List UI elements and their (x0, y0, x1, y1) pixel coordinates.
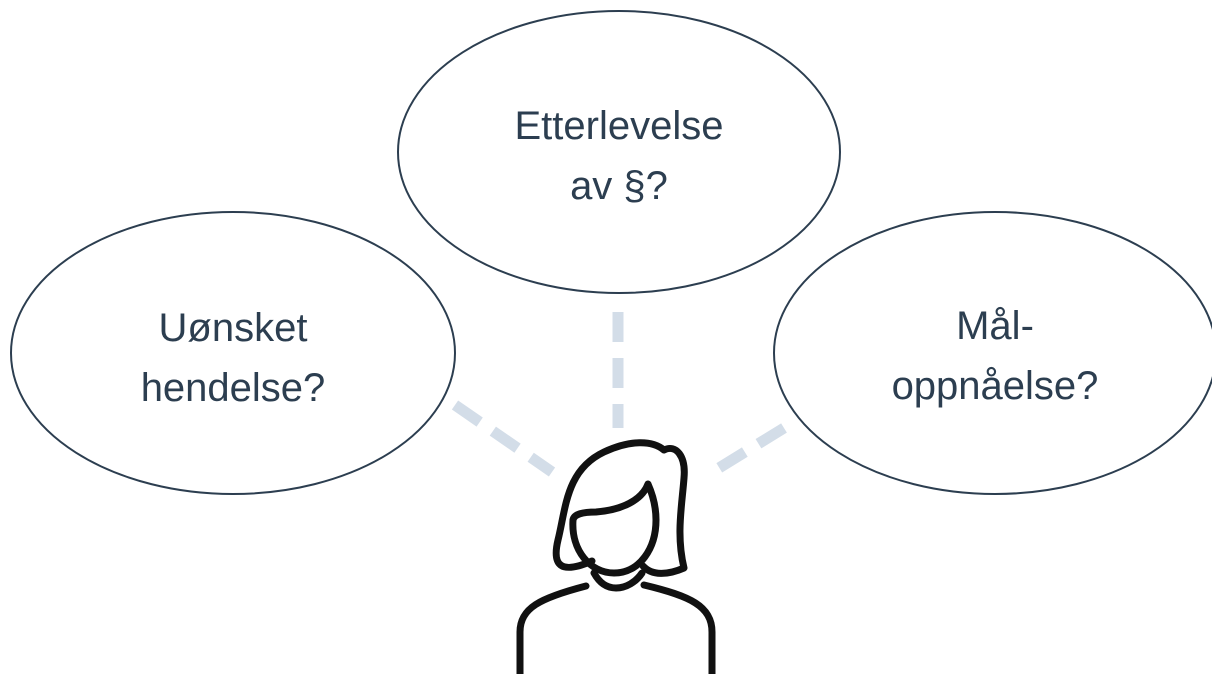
connector-left (451, 400, 556, 477)
woman-person-icon (516, 439, 716, 674)
bubble-top-shape (397, 10, 841, 294)
bubble-left-line1: Uønsket (159, 306, 308, 350)
body-outline (516, 581, 716, 674)
bubble-left: Uønsket hendelse? (10, 211, 456, 495)
bubble-right: Mål- oppnåelse? (773, 211, 1212, 495)
neck-outline (590, 569, 646, 592)
face-outline (569, 480, 660, 577)
connectors (451, 312, 787, 481)
bubble-top: Etterlevelse av §? (397, 10, 841, 294)
bubble-right-shape (773, 211, 1212, 495)
hair-outline (552, 439, 688, 577)
bubble-right-line1: Mål- (956, 304, 1034, 348)
bubble-left-line2: hendelse? (141, 366, 326, 410)
bubble-top-line2: av §? (570, 164, 668, 208)
bubble-top-line1: Etterlevelse (515, 104, 724, 148)
bubble-left-shape (10, 211, 456, 495)
connector-right (703, 423, 787, 481)
bubble-right-line2: oppnåelse? (892, 364, 1099, 408)
